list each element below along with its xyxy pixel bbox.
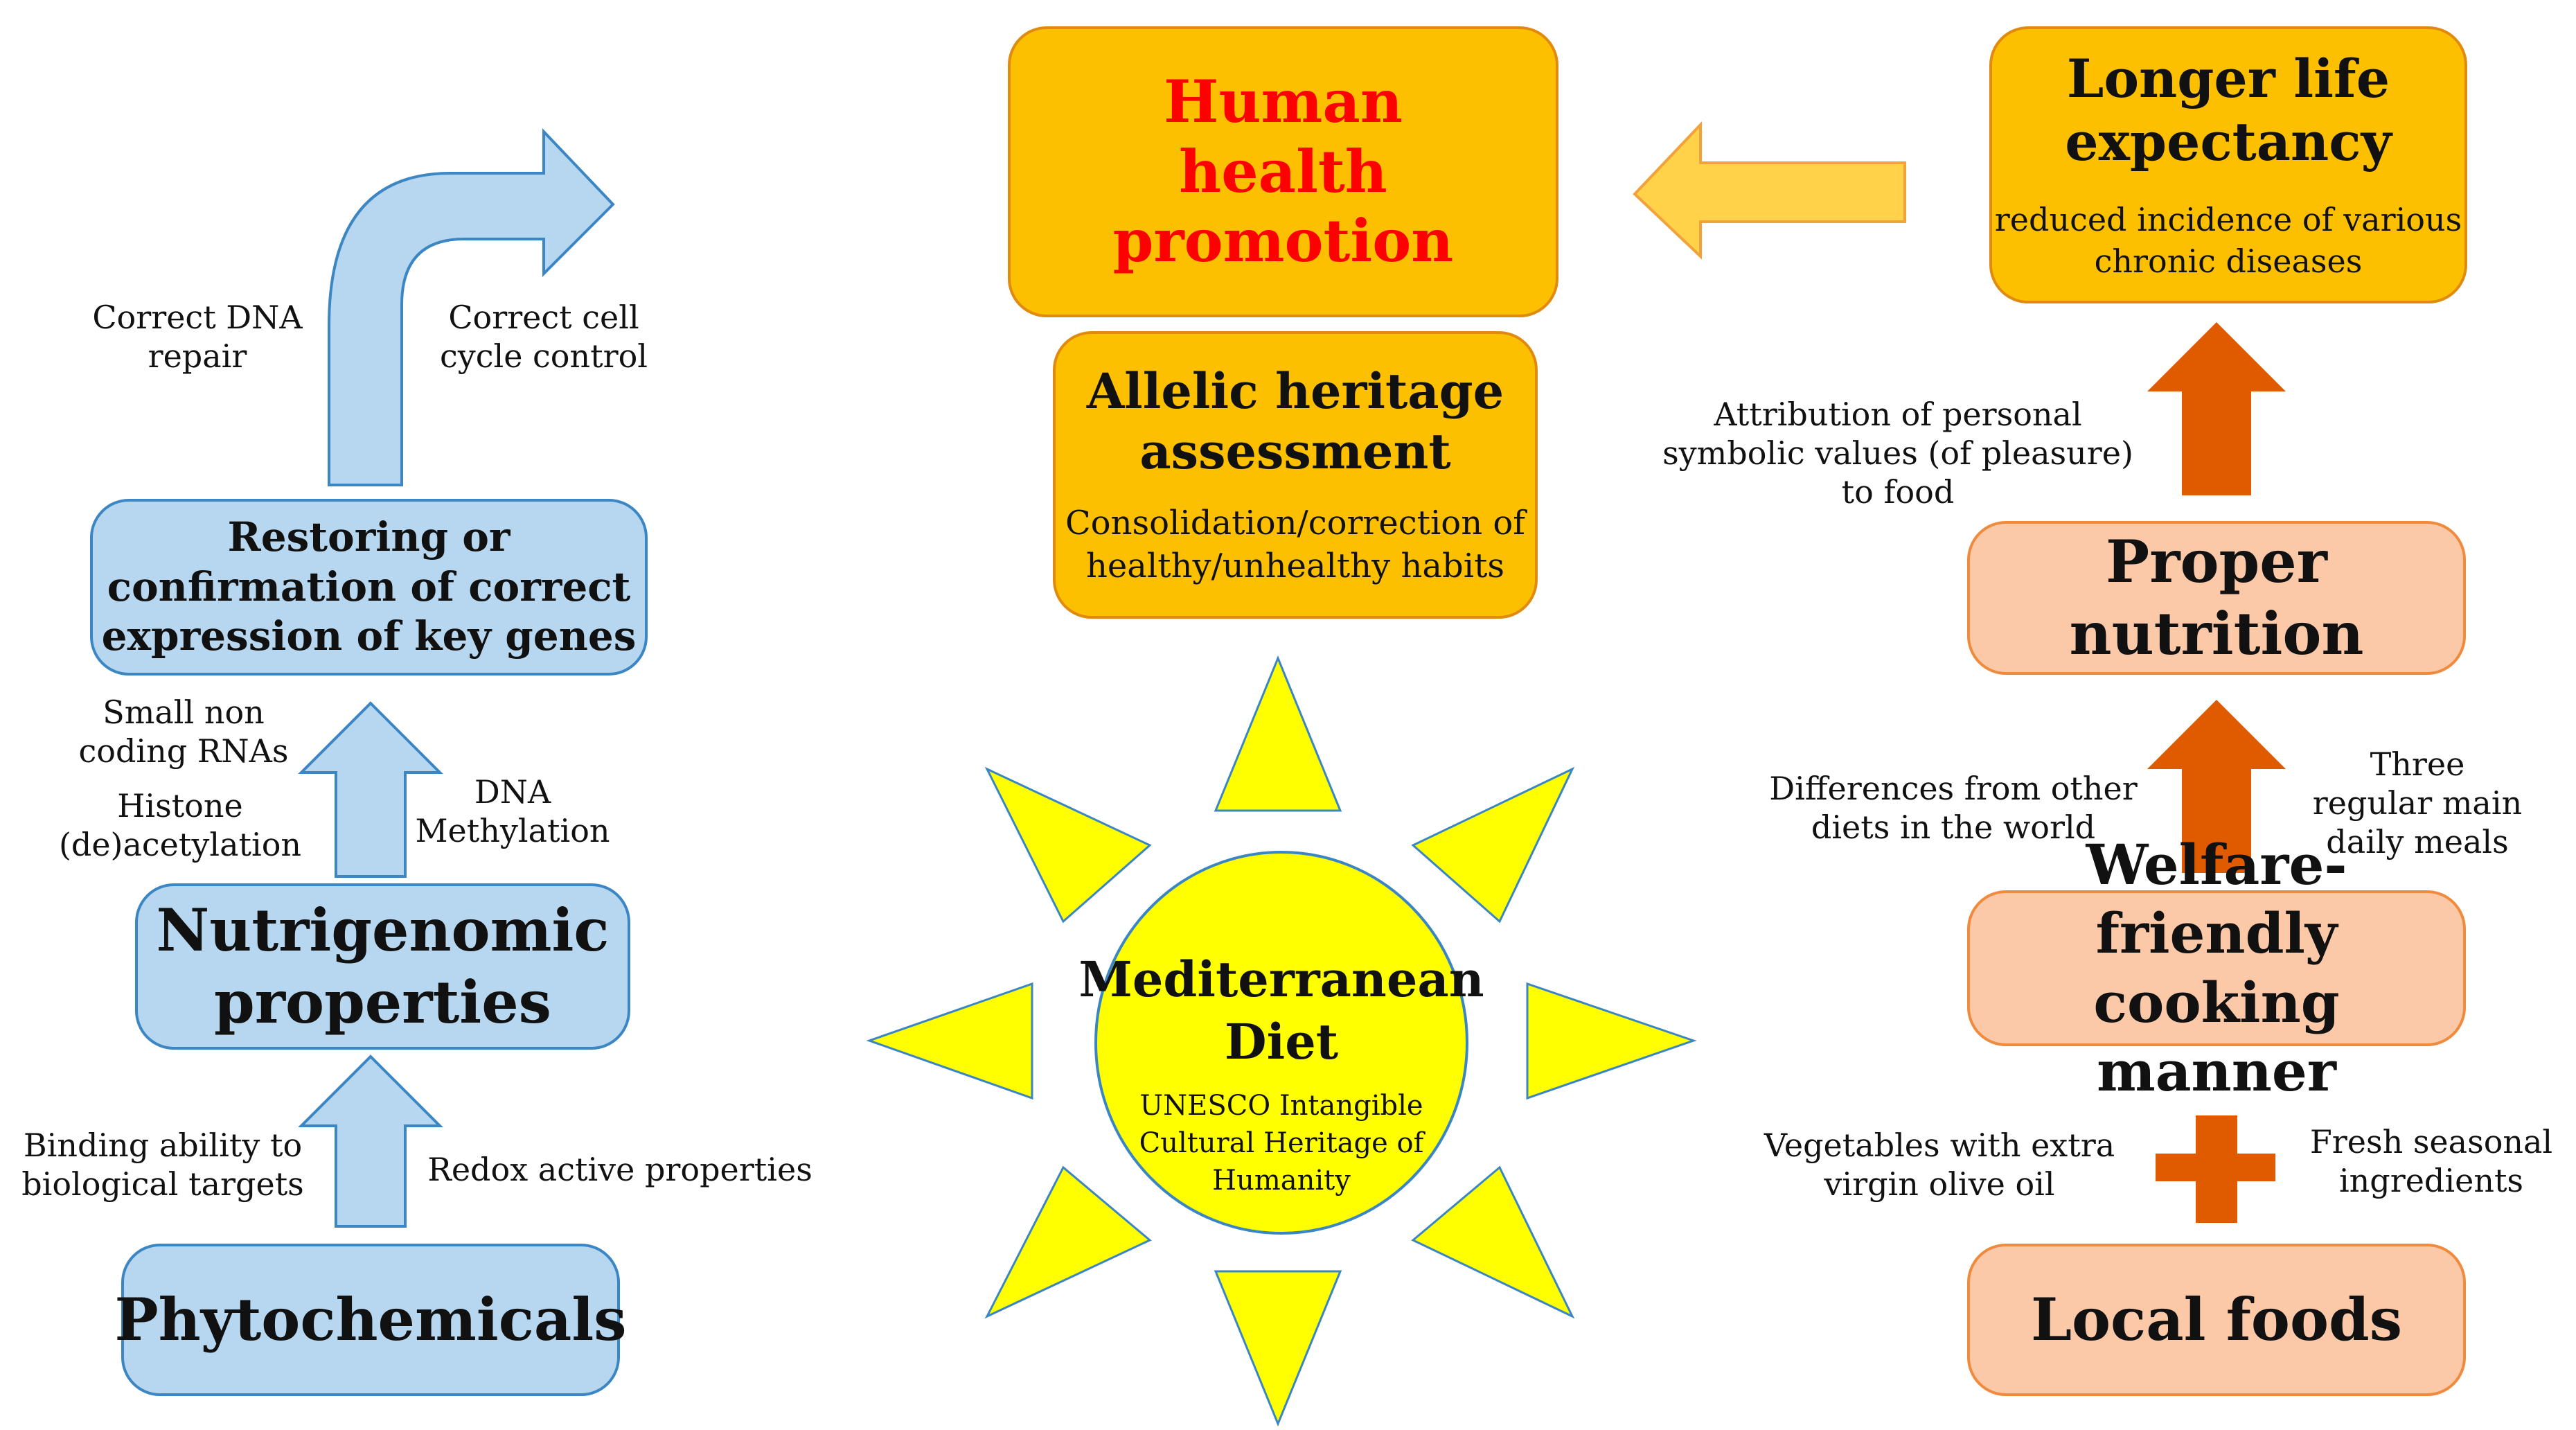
phytochemicals-box: Phytochemicals <box>114 1244 627 1396</box>
restoring-label-line3: expression of key genes <box>101 612 637 660</box>
sun-sub-line3: Humanity <box>1212 1164 1351 1197</box>
three-meals-line2: regular main <box>2312 784 2523 822</box>
attribution-label: Attribution of personal symbolic values … <box>1655 395 2140 511</box>
three-meals-label: Three regular main daily meals <box>2300 745 2535 861</box>
redox-label: Redox active properties <box>426 1150 814 1189</box>
allelic-heritage-box: Allelic heritage assessment Consolidatio… <box>1053 331 1538 619</box>
fresh-label: Fresh seasonal ingredients <box>2303 1122 2559 1200</box>
attribution-line2: symbolic values (of pleasure) <box>1662 434 2133 473</box>
small-rna-label: Small non coding RNAs <box>69 693 298 770</box>
differences-line2: diets in the world <box>1811 809 2096 847</box>
proper-line2: nutrition <box>2069 599 2364 668</box>
histone-line1: Histone <box>117 787 243 824</box>
vegetables-line1: Vegetables with extra <box>1764 1127 2115 1164</box>
orange-arrow-up-top <box>2147 322 2286 495</box>
longer-life-box: Longer life expectancy reduced incidence… <box>1989 26 2467 303</box>
sun-rays <box>866 655 1697 1427</box>
attribution-line1: Attribution of personal <box>1714 396 2082 433</box>
vegetables-line2: virgin olive oil <box>1824 1165 2055 1203</box>
dna-methylation-line2: Methylation <box>415 812 610 850</box>
nutrigenomic-box: Nutrigenomic properties <box>135 883 630 1050</box>
allelic-title-line2: assessment <box>1139 423 1451 481</box>
welfare-line1: Welfare-friendly <box>2086 832 2347 966</box>
longer-sub-line1: reduced incidence of various <box>1994 201 2462 239</box>
sun-ray-left <box>866 982 1033 1100</box>
proper-nutrition-box: Proper nutrition <box>1967 521 2466 675</box>
nutrigenomic-label-line2: properties <box>214 968 551 1036</box>
dna-repair-label: Correct DNA repair <box>87 298 308 376</box>
longer-title-line2: expectancy <box>2065 111 2392 173</box>
fresh-line2: ingredients <box>2338 1162 2524 1200</box>
sun-ray-top-left <box>984 766 1152 924</box>
human-health-line2: health <box>1179 136 1387 206</box>
restoring-label-line1: Restoring or <box>227 513 510 560</box>
restoring-label-line2: confirmation of correct <box>107 563 631 610</box>
blue-arrow-up-lower <box>298 1054 443 1228</box>
allelic-title-line1: Allelic heritage <box>1086 362 1504 421</box>
sun-sub-line2: Cultural Heritage of <box>1139 1127 1424 1159</box>
small-rna-line1: Small non <box>103 694 265 731</box>
nutrigenomic-label-line1: Nutrigenomic <box>156 895 610 964</box>
human-health-line1: Human <box>1164 67 1403 136</box>
histone-line2: (de)acetylation <box>58 826 302 864</box>
dna-methylation-label: DNA Methylation <box>409 773 616 850</box>
binding-line2: biological targets <box>21 1165 304 1203</box>
longer-subtext: reduced incidence of various chronic dis… <box>1995 200 2462 283</box>
fresh-line1: Fresh seasonal <box>2309 1123 2553 1160</box>
sun-ray-bottom-right <box>1411 1165 1575 1319</box>
human-health-box: Human health promotion <box>1008 26 1558 317</box>
orange-plus-sign <box>2156 1115 2275 1223</box>
binding-ability-label: Binding ability to biological targets <box>14 1126 312 1203</box>
differences-line1: Differences from other <box>1769 770 2138 807</box>
dna-methylation-line1: DNA <box>474 773 551 811</box>
small-rna-line2: coding RNAs <box>78 732 289 770</box>
phytochemicals-label: Phytochemicals <box>114 1285 627 1354</box>
differences-label: Differences from other diets in the worl… <box>1766 769 2140 847</box>
human-health-line3: promotion <box>1112 206 1454 276</box>
sun-subtext: UNESCO Intangible Cultural Heritage of H… <box>1139 1087 1424 1199</box>
cell-cycle-line1: Correct cell <box>448 299 639 336</box>
welfare-line2: cooking manner <box>2093 969 2340 1104</box>
dna-repair-line2: repair <box>148 337 247 376</box>
sun-disc <box>1094 851 1468 1235</box>
longer-title-line1: Longer life <box>2066 48 2390 110</box>
sun-title-line2: Diet <box>1224 1013 1339 1070</box>
cell-cycle-line2: cycle control <box>439 337 648 376</box>
orange-arrow-up-middle <box>2147 700 2286 873</box>
allelic-subtext: Consolidation/correction of healthy/unhe… <box>1065 502 1525 588</box>
histone-label: Histone (de)acetylation <box>55 786 305 864</box>
sun-ray-top-right <box>1411 766 1575 924</box>
attribution-line3: to food <box>1841 473 1955 511</box>
sun-ray-top <box>1214 655 1342 812</box>
sun-sub-line1: UNESCO Intangible <box>1139 1089 1423 1122</box>
vegetables-label: Vegetables with extra virgin olive oil <box>1746 1126 2133 1203</box>
local-foods-label: Local foods <box>2030 1285 2403 1354</box>
redox-line1: Redox active properties <box>427 1151 812 1188</box>
sun-ray-bottom-left <box>984 1165 1152 1319</box>
sun-ray-bottom <box>1214 1270 1342 1427</box>
three-meals-line3: daily meals <box>2326 823 2509 861</box>
sun-title-line1: Mediterranean <box>1078 951 1484 1009</box>
dna-repair-line1: Correct DNA <box>92 299 303 336</box>
blue-arrow-up-middle <box>298 701 443 878</box>
binding-line1: Binding ability to <box>23 1127 303 1164</box>
allelic-sub-line2: healthy/unhealthy habits <box>1085 547 1504 586</box>
blue-bent-arrow-right <box>328 128 615 486</box>
restoring-box: Restoring or confirmation of correct exp… <box>90 499 648 676</box>
proper-line1: Proper <box>2106 527 2327 596</box>
three-meals-line1: Three <box>2370 745 2465 783</box>
longer-sub-line2: chronic diseases <box>2094 242 2363 281</box>
allelic-sub-line1: Consolidation/correction of <box>1065 503 1526 542</box>
sun-label-group: Mediterranean Diet UNESCO Intangible Cul… <box>1078 949 1484 1199</box>
light-arrow-left <box>1633 121 1906 260</box>
welfare-cooking-box: Welfare-friendly cooking manner <box>1967 832 2466 1104</box>
cell-cycle-label: Correct cell cycle control <box>433 298 655 376</box>
sun-ray-right <box>1526 982 1697 1100</box>
local-foods-box: Local foods <box>1967 1244 2466 1396</box>
